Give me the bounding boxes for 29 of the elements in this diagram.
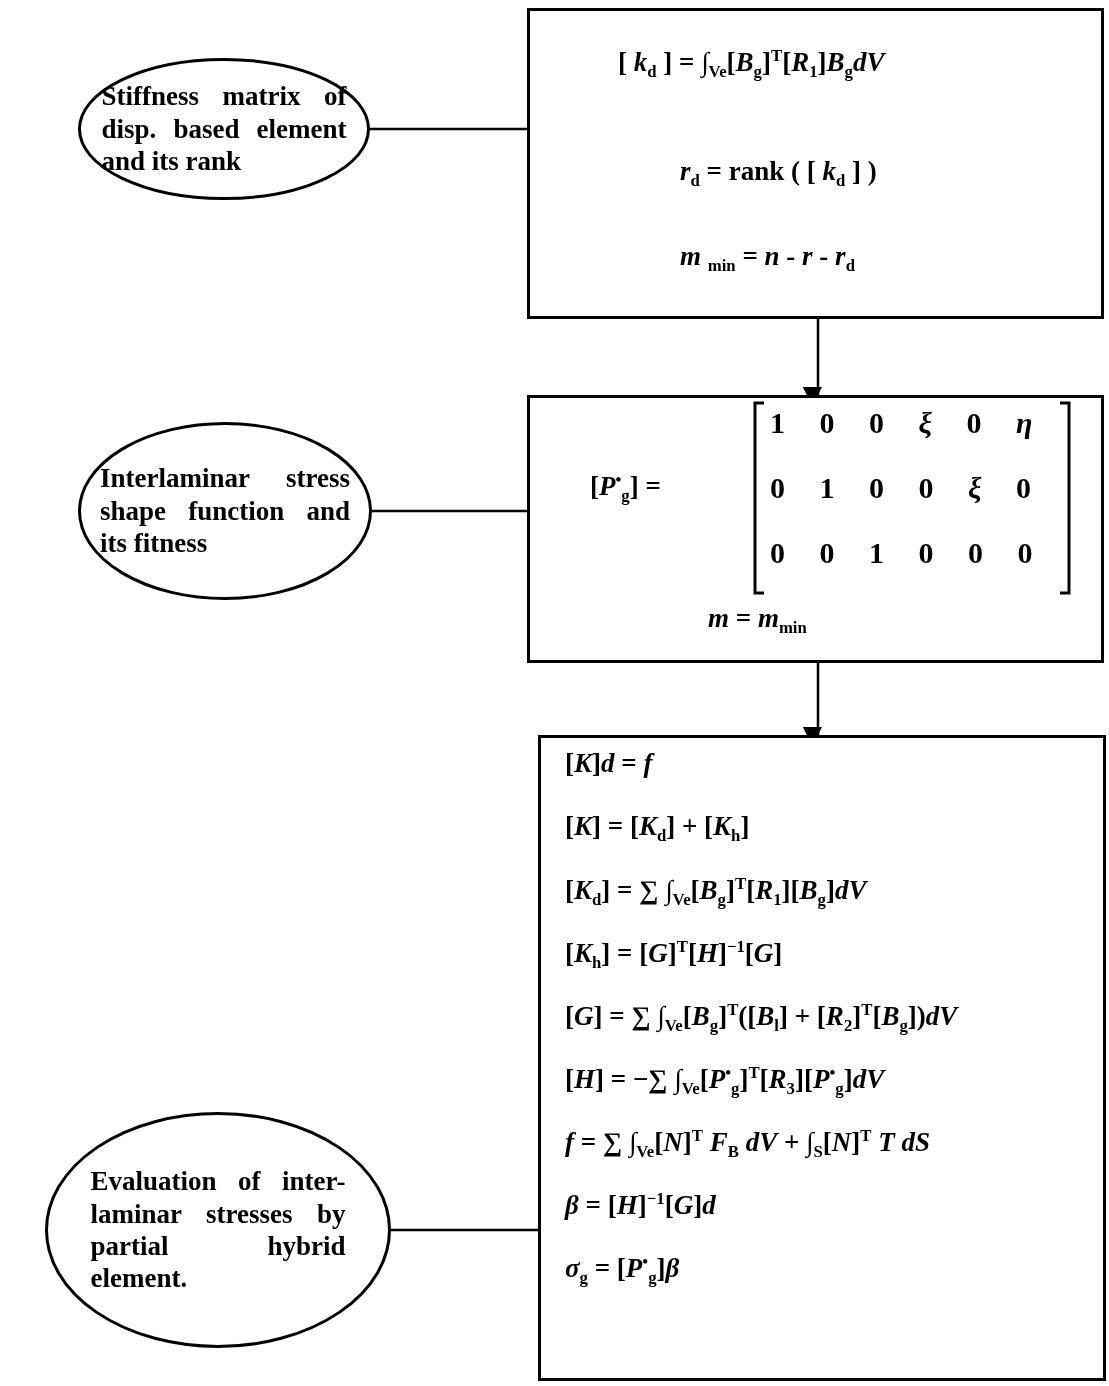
formula-text: [K$_{d}$] = ∑ ∫$_{Ve}$[B$_{g}$]$^{T}$[R$_{1}$][B$_{g}$]dV — [565, 874, 867, 911]
formula-text: [P$^{•}$$_{g}$] = — [590, 470, 661, 507]
connector-line — [370, 127, 527, 131]
formula-box — [538, 735, 1106, 1381]
formula-text: [K] = [K$_{d}$] + [K$_{h}$] — [565, 811, 750, 847]
ellipse-node — [78, 58, 370, 200]
formula-box — [527, 395, 1104, 663]
ellipse-node — [45, 1112, 391, 1348]
matrix-row: 0 1 0 0 ξ 0 — [770, 471, 1031, 505]
formula-text: [G] = ∑ ∫$_{Ve}$[B$_{g}$]$^{T}$([B$_{l}$] + [R$_{2}$]$^{T}$[B$_{g}$])dV — [565, 1000, 958, 1037]
node-label: Evaluation of inter-laminar stresses by partial hybrid element. — [90, 1165, 346, 1295]
node-label: Interlaminar stress shape function and its fitness — [100, 462, 350, 560]
formula-text: [ k$_{d}$ ] = ∫$_{Ve}$[B$_{g}$]$^{T}$[R$_{1}$]B$_{g}$dV — [618, 46, 885, 83]
formula-text: [K]d = f — [565, 748, 653, 779]
matrix-row: 0 0 1 0 0 0 — [770, 536, 1033, 570]
matrix-row: 1 0 0 ξ 0 η — [770, 406, 1033, 440]
formula-text: [K$_{h}$] = [G]$^{T}$[H]$^{−1}$[G] — [565, 937, 783, 974]
node-label: Stiffness matrix of disp. based element and its rank — [101, 80, 347, 178]
formula-text: f = ∑ ∫$_{Ve}$[N]$^{T}$ F$_{B}$ dV + ∫$_{S}$[N]$^{T}$ T dS — [565, 1126, 930, 1163]
formula-box — [527, 8, 1104, 319]
formula-text: σ$_{g}$ = [P$^{•}$$_{g}$]β — [565, 1252, 680, 1289]
formula-text: r$_{d}$ = rank ( [ k$_{d}$ ] ) — [680, 156, 877, 192]
connector-line — [391, 1228, 538, 1232]
formula-text: m $_{min}$ = n - r - r$_{d}$ — [680, 241, 855, 277]
formula-text: β = [H]$^{−1}$[G]d — [565, 1189, 716, 1221]
formula-text: [H] = −∑ ∫$_{Ve}$[P$^{•}$$_{g}$]$^{T}$[R$_{3}$][P$^{•}$$_{g}$]dV — [565, 1063, 885, 1100]
connector-line — [372, 509, 527, 513]
ellipse-node — [78, 422, 372, 600]
formula-text: m = m$_{min}$ — [708, 603, 807, 639]
